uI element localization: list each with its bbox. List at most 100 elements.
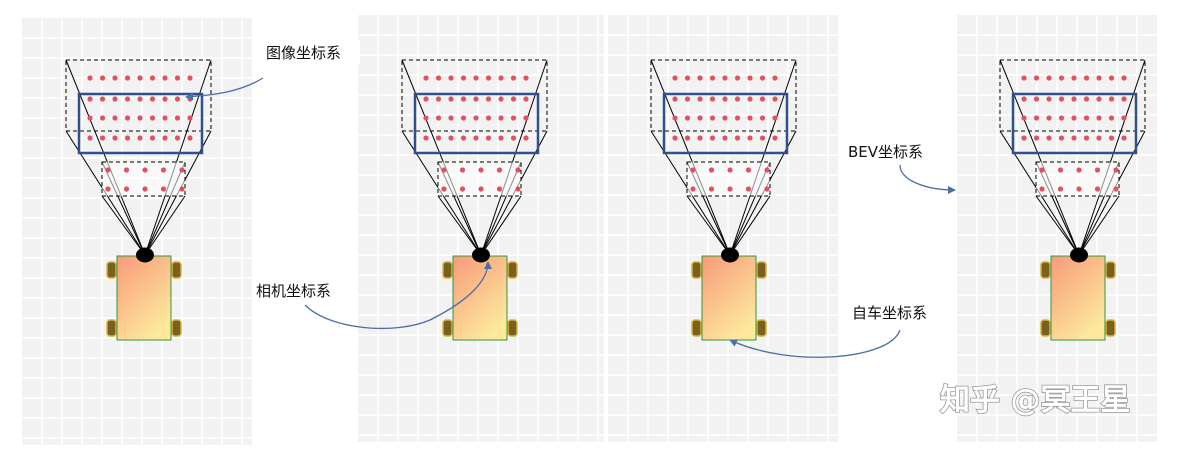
feature-dot	[1046, 96, 1052, 102]
feature-dot	[162, 115, 168, 121]
feature-dot	[160, 186, 167, 192]
feature-dot	[1113, 186, 1119, 192]
feature-dot	[734, 96, 741, 102]
wheel	[507, 261, 518, 279]
panel-2	[358, 15, 604, 442]
feature-dot	[174, 96, 181, 102]
feature-dot	[745, 186, 752, 192]
feature-dot	[448, 135, 454, 141]
feature-dot	[690, 186, 696, 192]
feature-dot	[99, 96, 106, 102]
grid-background	[358, 15, 604, 442]
wheel	[691, 261, 702, 279]
feature-dot	[672, 135, 678, 141]
feature-dot	[149, 135, 156, 141]
feature-dot	[174, 75, 181, 81]
feature-dot	[1071, 115, 1077, 121]
feature-dot	[709, 96, 716, 102]
frustum-ray	[437, 195, 482, 256]
feature-dot	[684, 135, 691, 141]
feature-dot	[87, 96, 93, 102]
feature-dot	[722, 115, 728, 121]
feature-dot	[697, 115, 703, 121]
feature-dot	[515, 167, 521, 173]
feature-dot	[709, 75, 716, 81]
ego-car-body	[116, 255, 172, 341]
feature-dot	[1108, 96, 1115, 102]
feature-dot	[423, 75, 429, 81]
feature-dot	[1108, 115, 1115, 121]
frustum-ray	[1035, 195, 1080, 256]
feature-dot	[435, 96, 442, 102]
feature-dot	[485, 75, 492, 81]
feature-dot	[684, 96, 691, 102]
feature-dot	[1071, 96, 1077, 102]
feature-dot	[510, 96, 517, 102]
feature-dot	[515, 186, 521, 192]
wheel	[691, 319, 702, 337]
camera-icon	[721, 247, 739, 263]
feature-dot	[1021, 75, 1027, 81]
image-plane-box	[662, 92, 789, 155]
feature-dot	[179, 167, 185, 173]
feature-dot	[441, 186, 447, 192]
feature-dot	[690, 167, 696, 173]
feature-dot	[459, 167, 466, 173]
frustum-ray	[401, 59, 482, 256]
feature-dot	[727, 167, 733, 173]
feature-dot	[734, 115, 741, 121]
frustum-ray	[999, 59, 1080, 256]
feature-dot	[1094, 167, 1101, 173]
feature-dot	[759, 115, 766, 121]
image-coord-label: 图像坐标系	[266, 44, 341, 62]
feature-dot	[1094, 186, 1101, 192]
feature-dot	[708, 186, 715, 192]
ego-coord-arrow	[729, 329, 901, 358]
feature-dot	[672, 96, 678, 102]
feature-dot	[759, 135, 766, 141]
feature-dot	[772, 75, 778, 81]
feature-dot	[697, 135, 703, 141]
feature-dot	[123, 167, 130, 173]
feature-dot	[137, 115, 143, 121]
feature-dot	[137, 75, 143, 81]
feature-dot	[1113, 167, 1119, 173]
feature-dot	[684, 75, 691, 81]
watermark: 知乎 @冥王星	[940, 383, 1130, 418]
feature-dot	[1083, 135, 1090, 141]
frustum-far-box	[401, 59, 548, 132]
feature-dot	[1021, 115, 1027, 121]
feature-dot	[1076, 167, 1082, 173]
feature-dot	[1046, 75, 1052, 81]
feature-dot	[478, 186, 484, 192]
feature-dot	[772, 115, 778, 121]
frustum-ray	[1078, 195, 1120, 256]
feature-dot	[87, 75, 93, 81]
feature-dot	[448, 115, 454, 121]
wheel	[507, 319, 518, 337]
feature-dot	[759, 96, 766, 102]
wheel	[171, 319, 182, 337]
feature-dot	[423, 96, 429, 102]
feature-dot	[435, 75, 442, 81]
feature-dot	[137, 96, 143, 102]
frustum-ray	[101, 195, 146, 256]
wheel	[442, 319, 453, 337]
feature-dot	[162, 75, 168, 81]
feature-dot	[441, 167, 447, 173]
feature-dot	[523, 115, 529, 121]
feature-dot	[772, 96, 778, 102]
feature-dot	[149, 75, 156, 81]
feature-dot	[435, 135, 442, 141]
feature-dot	[1083, 96, 1090, 102]
feature-dot	[460, 135, 467, 141]
feature-dot	[734, 75, 741, 81]
panel-4	[957, 15, 1157, 442]
wheel	[171, 261, 182, 279]
frustum-far-box	[999, 59, 1146, 132]
feature-dot	[1058, 135, 1065, 141]
feature-dot	[510, 75, 517, 81]
wheel	[442, 261, 453, 279]
image-plane-box	[1011, 92, 1138, 155]
feature-dot	[460, 115, 467, 121]
